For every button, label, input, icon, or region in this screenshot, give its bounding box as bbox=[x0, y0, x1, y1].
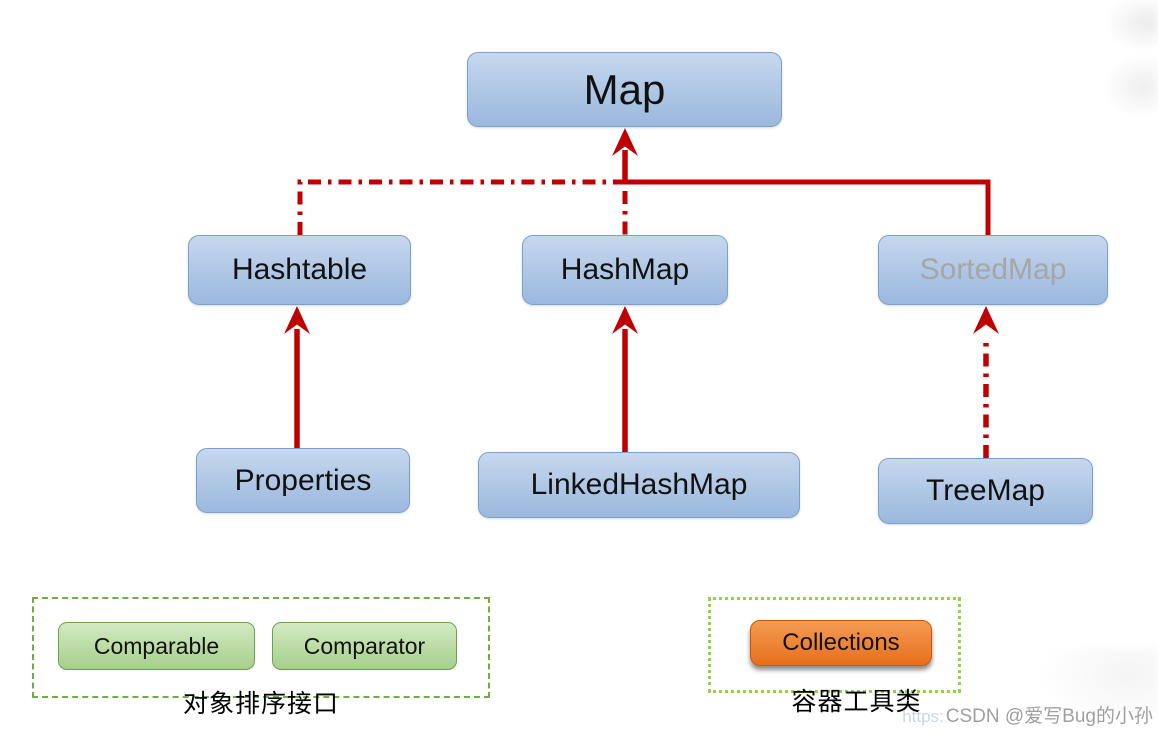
node-sortedmap: SortedMap bbox=[878, 235, 1108, 305]
node-map: Map bbox=[467, 52, 782, 127]
edge-linkedhashmap-hashmap-arrowhead bbox=[612, 306, 638, 334]
node-hashmap: HashMap bbox=[522, 235, 728, 305]
watermark-prefix: https: bbox=[902, 707, 944, 726]
node-hashtable: Hashtable bbox=[188, 235, 411, 305]
node-comparator: Comparator bbox=[272, 622, 457, 670]
watermark-text: CSDN @爱写Bug的小孙 bbox=[945, 706, 1153, 727]
node-collections: Collections bbox=[750, 620, 932, 666]
node-linkedhashmap: LinkedHashMap bbox=[478, 452, 800, 518]
node-treemap: TreeMap bbox=[878, 458, 1093, 524]
edge-map-arrowhead bbox=[612, 128, 638, 156]
group-sorting-label: 对象排序接口 bbox=[182, 691, 339, 718]
group-utility-class bbox=[708, 597, 961, 693]
node-comparable: Comparable bbox=[58, 622, 255, 670]
top-right-smudge bbox=[1080, 0, 1158, 115]
node-properties: Properties bbox=[196, 448, 410, 513]
edge-treemap-sortedmap-arrowhead bbox=[973, 306, 999, 334]
group-sorting-interfaces bbox=[32, 597, 490, 698]
group-utility-label: 容器工具类 bbox=[791, 689, 922, 716]
edge-properties-hashtable-arrowhead bbox=[284, 306, 310, 334]
edge-hashtable-map-line bbox=[297, 179, 625, 235]
watermark: https:CSDN @爱写Bug的小孙 bbox=[902, 701, 1153, 728]
edge-sortedmap-map-line bbox=[625, 179, 991, 235]
bottom-right-smudge bbox=[1008, 648, 1158, 738]
